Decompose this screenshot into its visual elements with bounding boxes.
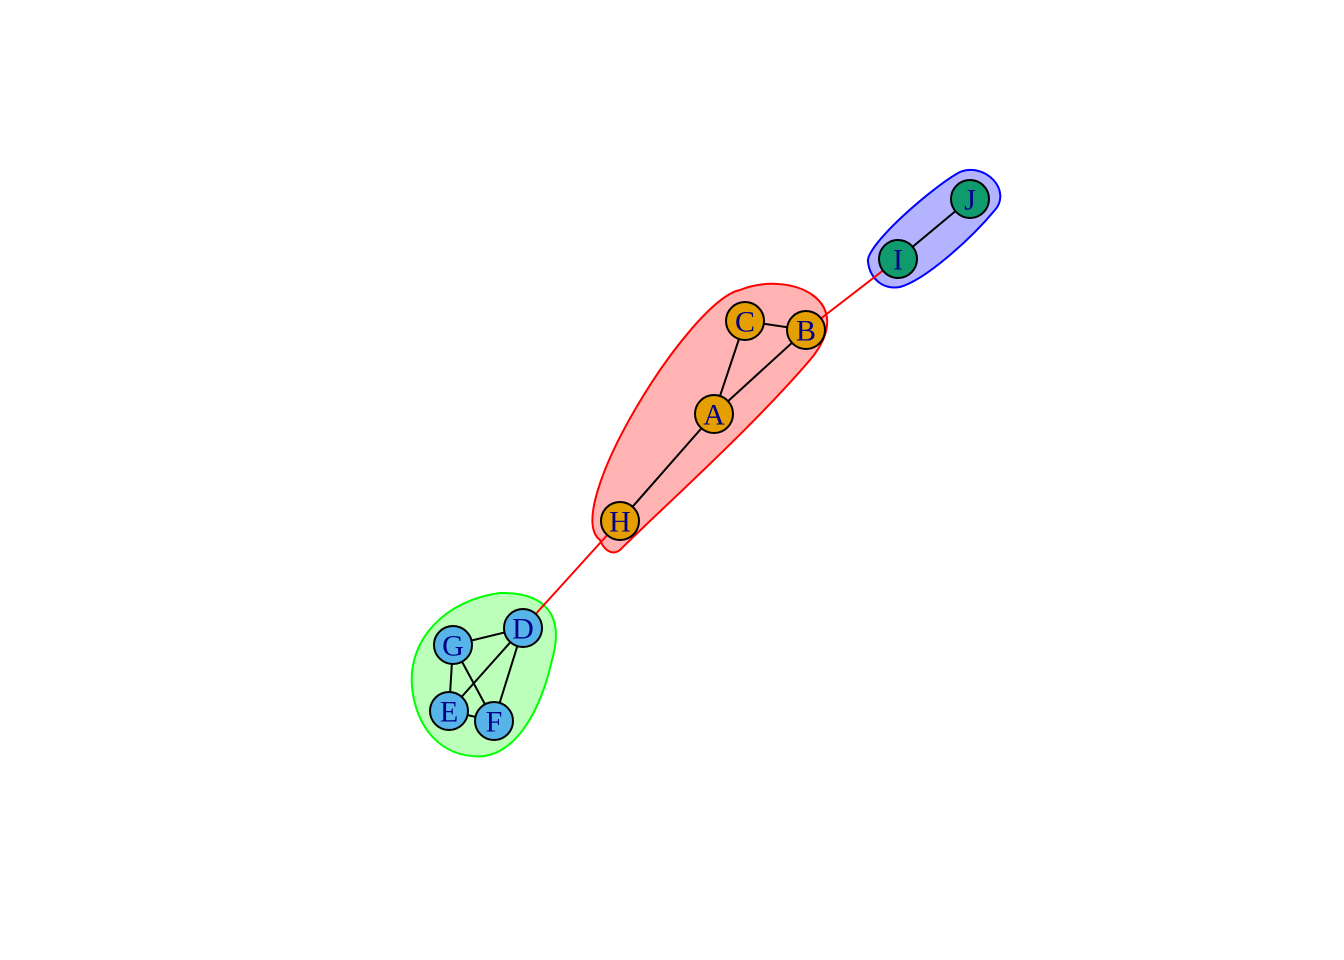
edge-a-b: [713, 329, 807, 415]
node-label: A: [703, 399, 725, 432]
node-d: D: [503, 608, 543, 648]
node-label: E: [440, 696, 458, 729]
node-e: E: [429, 691, 469, 731]
node-circle: [600, 501, 640, 541]
node-circle: [474, 701, 514, 741]
edge-a-h: [619, 413, 715, 522]
node-h: H: [600, 501, 640, 541]
node-c: C: [725, 301, 765, 341]
node-label: C: [735, 306, 755, 339]
node-label: D: [512, 613, 534, 646]
node-circle: [725, 301, 765, 341]
edge-h-d: [522, 520, 621, 629]
node-label: F: [486, 706, 503, 739]
node-label: G: [442, 630, 464, 663]
node-circle: [429, 691, 469, 731]
node-circle: [878, 239, 918, 279]
node-circle: [503, 608, 543, 648]
node-label: B: [796, 315, 816, 348]
node-circle: [950, 179, 990, 219]
node-j: J: [950, 179, 990, 219]
node-b: B: [786, 310, 826, 350]
node-circle: [786, 310, 826, 350]
node-i: I: [878, 239, 918, 279]
node-circle: [694, 394, 734, 434]
node-label: J: [964, 184, 976, 217]
node-g: G: [433, 625, 473, 665]
node-circle: [433, 625, 473, 665]
node-label: H: [609, 506, 631, 539]
node-a: A: [694, 394, 734, 434]
node-label: I: [893, 244, 903, 277]
node-f: F: [474, 701, 514, 741]
